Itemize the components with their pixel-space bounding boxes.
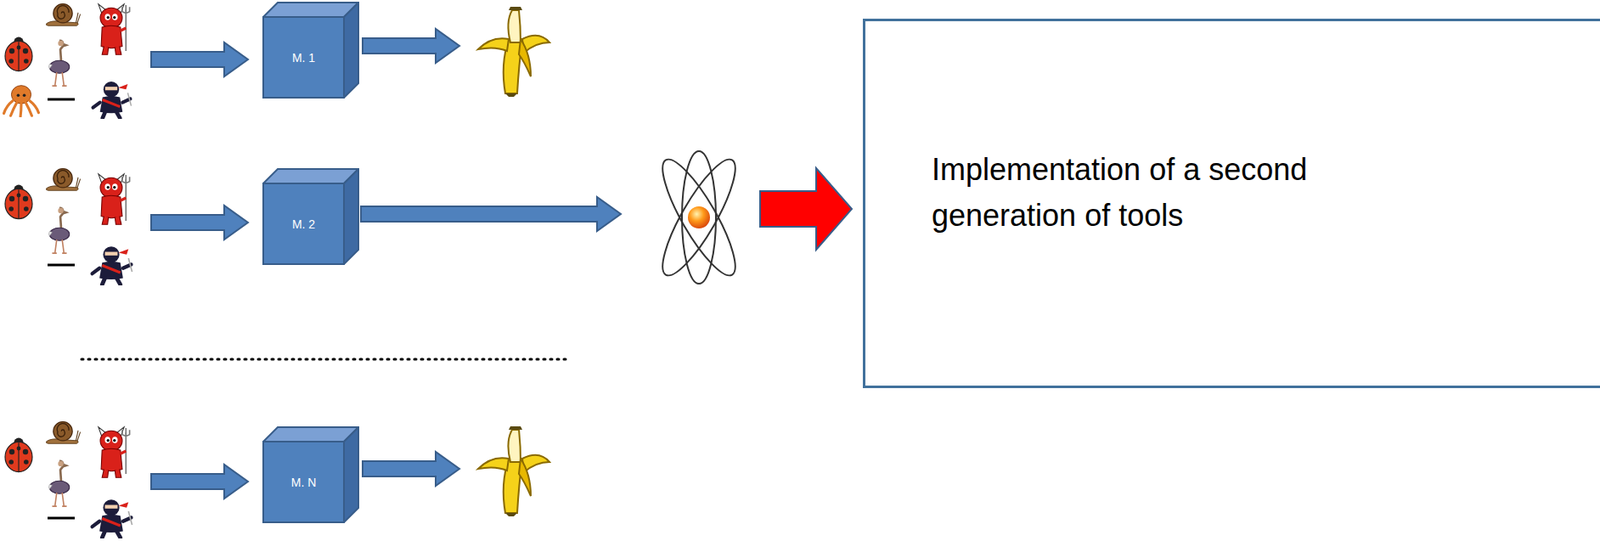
- ellipsis-line: [81, 358, 567, 361]
- banana-icon: [478, 426, 550, 517]
- icon-cluster: [4, 4, 132, 119]
- icon-cluster: [5, 169, 133, 285]
- cube-box: M. 2: [262, 168, 360, 265]
- cube-shape: [262, 426, 360, 524]
- cube-label: M. 2: [292, 217, 316, 231]
- icon-cluster: [5, 422, 133, 538]
- cube-shape: [262, 168, 360, 265]
- cube-box: M. 1: [262, 1, 360, 99]
- block-arrow: [151, 28, 621, 499]
- panel-text: Implementation of a second generation of…: [931, 146, 1408, 239]
- cube-label: M. 1: [292, 50, 316, 65]
- cube-face: M. 1: [265, 18, 342, 96]
- cube-face: M. 2: [265, 185, 342, 263]
- cube-box: M. N: [262, 426, 360, 524]
- banana-icon: [478, 6, 550, 97]
- cube-shape: [262, 1, 360, 99]
- cube-label: M. N: [291, 475, 317, 490]
- text-panel: Implementation of a second generation of…: [862, 18, 1600, 389]
- red-arrow: [760, 168, 852, 250]
- cube-face: M. N: [265, 443, 342, 521]
- atom-icon: [651, 151, 748, 284]
